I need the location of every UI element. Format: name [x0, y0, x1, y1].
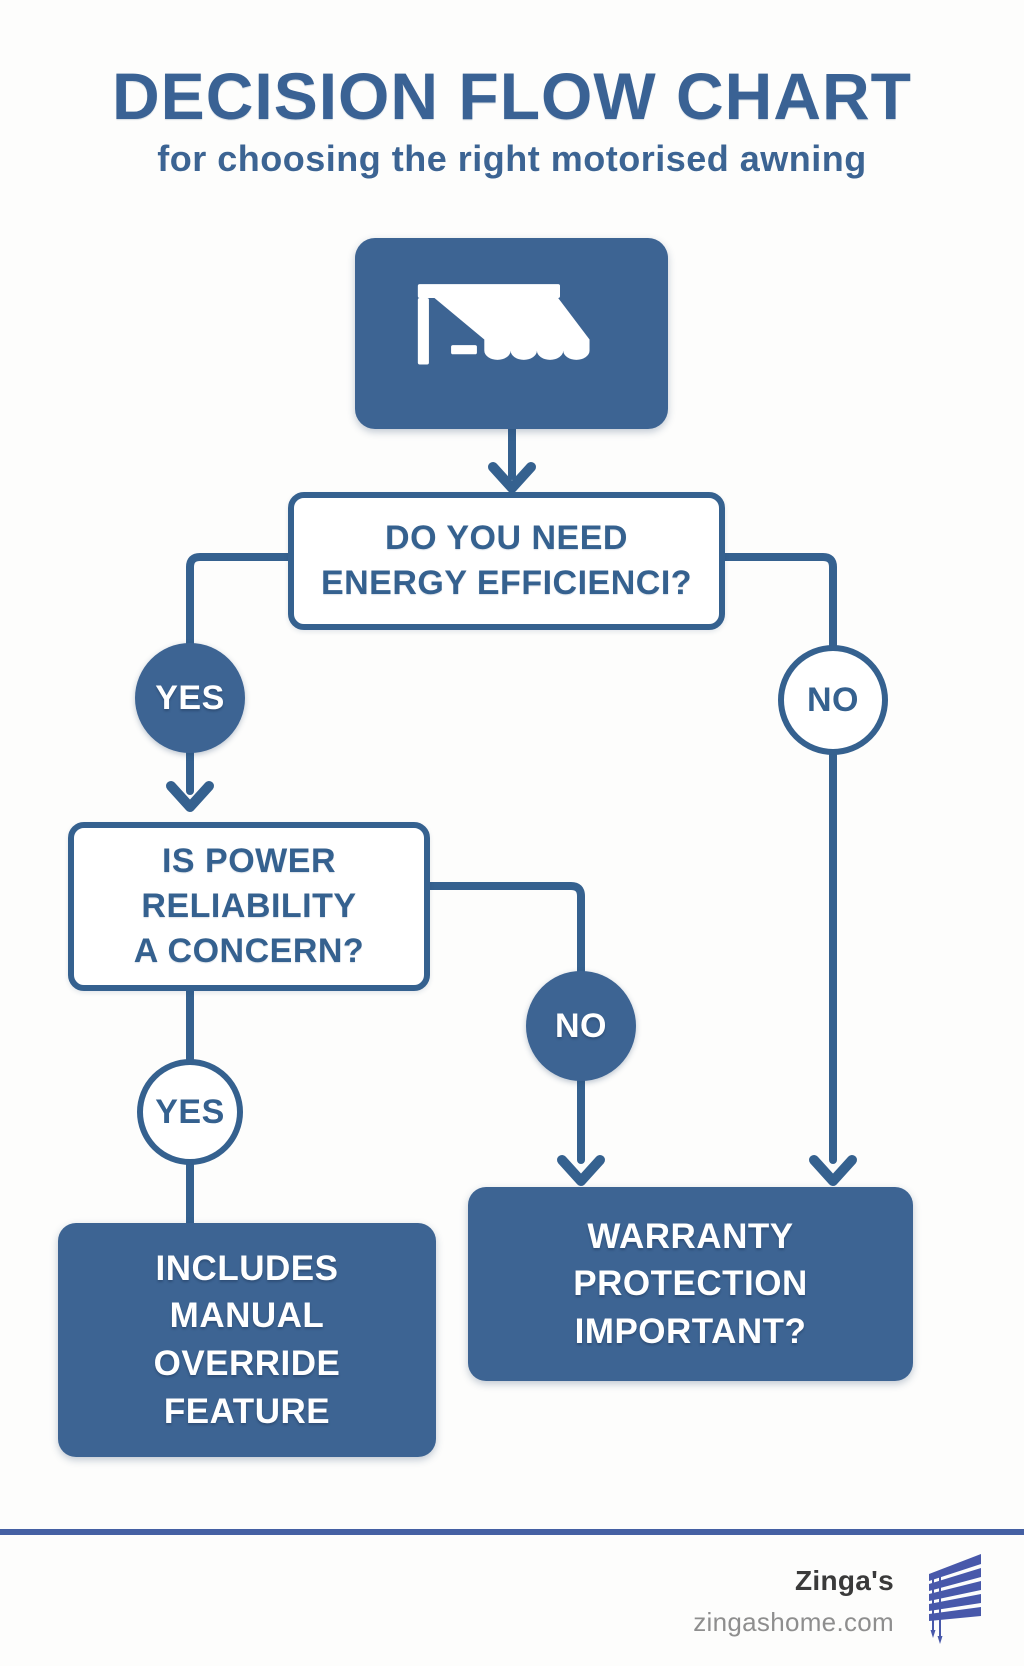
- branch-yes-energy: YES: [135, 643, 245, 753]
- page-subtitle: for choosing the right motorised awning: [157, 138, 867, 179]
- footer-text-block: Zinga's zingashome.com: [594, 1565, 894, 1638]
- result-warranty-protection: WARRANTY PROTECTION IMPORTANT?: [468, 1187, 913, 1381]
- result-warranty-protection-label: WARRANTY PROTECTION IMPORTANT?: [573, 1216, 808, 1351]
- question-power-reliability: IS POWER RELIABILITY A CONCERN?: [68, 822, 430, 991]
- question-power-reliability-label: IS POWER RELIABILITY A CONCERN?: [133, 842, 365, 970]
- question-energy-efficiency: DO YOU NEED ENERGY EFFICIENCI?: [288, 492, 725, 630]
- footer-divider: [0, 1529, 1024, 1535]
- branch-no-power: NO: [526, 971, 636, 1081]
- branch-no-energy: NO: [778, 645, 888, 755]
- branch-yes-power: YES: [137, 1059, 243, 1165]
- awning-icon: [417, 283, 590, 364]
- page-title: DECISION FLOW CHART: [112, 59, 912, 133]
- result-manual-override-label: INCLUDES MANUAL OVERRIDE FEATURE: [153, 1248, 341, 1431]
- branch-yes-energy-label: YES: [155, 678, 225, 717]
- brand-website: zingashome.com: [693, 1607, 894, 1637]
- zingas-blinds-logo-icon: [929, 1554, 981, 1644]
- start-node: [355, 238, 668, 429]
- branch-no-power-label: NO: [555, 1006, 607, 1045]
- branch-no-energy-label: NO: [807, 680, 859, 719]
- brand-name: Zinga's: [795, 1565, 894, 1596]
- branch-yes-power-label: YES: [155, 1092, 225, 1131]
- question-energy-efficiency-label: DO YOU NEED ENERGY EFFICIENCI?: [320, 519, 693, 602]
- result-manual-override: INCLUDES MANUAL OVERRIDE FEATURE: [58, 1223, 436, 1457]
